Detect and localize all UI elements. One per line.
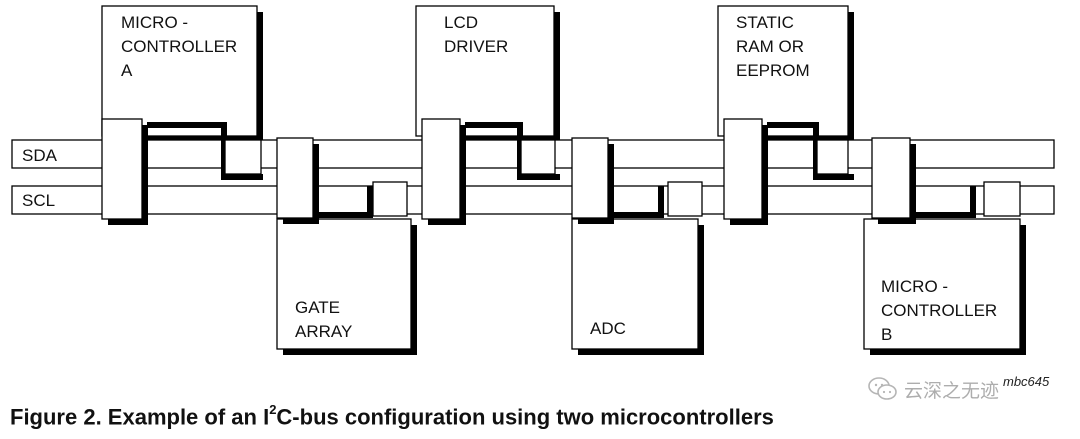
device-micro-controller-b bbox=[863, 218, 1026, 355]
scl-label: SCL bbox=[22, 191, 55, 210]
figure-code: mbc645 bbox=[1003, 374, 1050, 389]
micro-b-label-line-2: CONTROLLER bbox=[881, 301, 997, 320]
micro-a-connectors bbox=[101, 118, 263, 225]
caption-prefix: Figure 2. Example of an I bbox=[10, 404, 270, 430]
lcd-driver-label-line-1: LCD bbox=[444, 13, 478, 32]
micro-a-label-line-2: CONTROLLER bbox=[121, 37, 237, 56]
device-lcd-driver bbox=[415, 5, 560, 142]
device-adc bbox=[571, 218, 704, 355]
static-ram-label-line-2: RAM OR bbox=[736, 37, 804, 56]
watermark: 云深之无迹 bbox=[868, 374, 999, 404]
lcd-driver-label-line-2: DRIVER bbox=[444, 37, 508, 56]
micro-b-label-line-3: B bbox=[881, 325, 892, 344]
gate-array-connectors bbox=[276, 137, 408, 224]
static-ram-connectors bbox=[723, 118, 854, 225]
micro-b-label-line-1: MICRO - bbox=[881, 277, 948, 296]
adc-connectors bbox=[571, 137, 703, 224]
micro-b-connectors bbox=[871, 137, 1021, 224]
lcd-driver-connectors bbox=[421, 118, 560, 225]
figure-caption: Figure 2. Example of an I2C-bus configur… bbox=[10, 402, 774, 430]
watermark-text: 云深之无迹 bbox=[904, 379, 1000, 402]
gate-array-label-line-2: ARRAY bbox=[295, 322, 352, 341]
adc-label: ADC bbox=[590, 319, 626, 338]
device-gate-array bbox=[276, 218, 417, 355]
caption-superscript: 2 bbox=[269, 402, 277, 417]
gate-array-label-line-1: GATE bbox=[295, 298, 340, 317]
caption-suffix: C-bus configuration using two microcontr… bbox=[276, 404, 774, 430]
micro-a-label-line-3: A bbox=[121, 61, 133, 80]
static-ram-label-line-1: STATIC bbox=[736, 13, 794, 32]
wechat-icon bbox=[868, 377, 897, 400]
micro-a-label-line-1: MICRO - bbox=[121, 13, 188, 32]
static-ram-label-line-3: EEPROM bbox=[736, 61, 810, 80]
sda-label: SDA bbox=[22, 146, 58, 165]
